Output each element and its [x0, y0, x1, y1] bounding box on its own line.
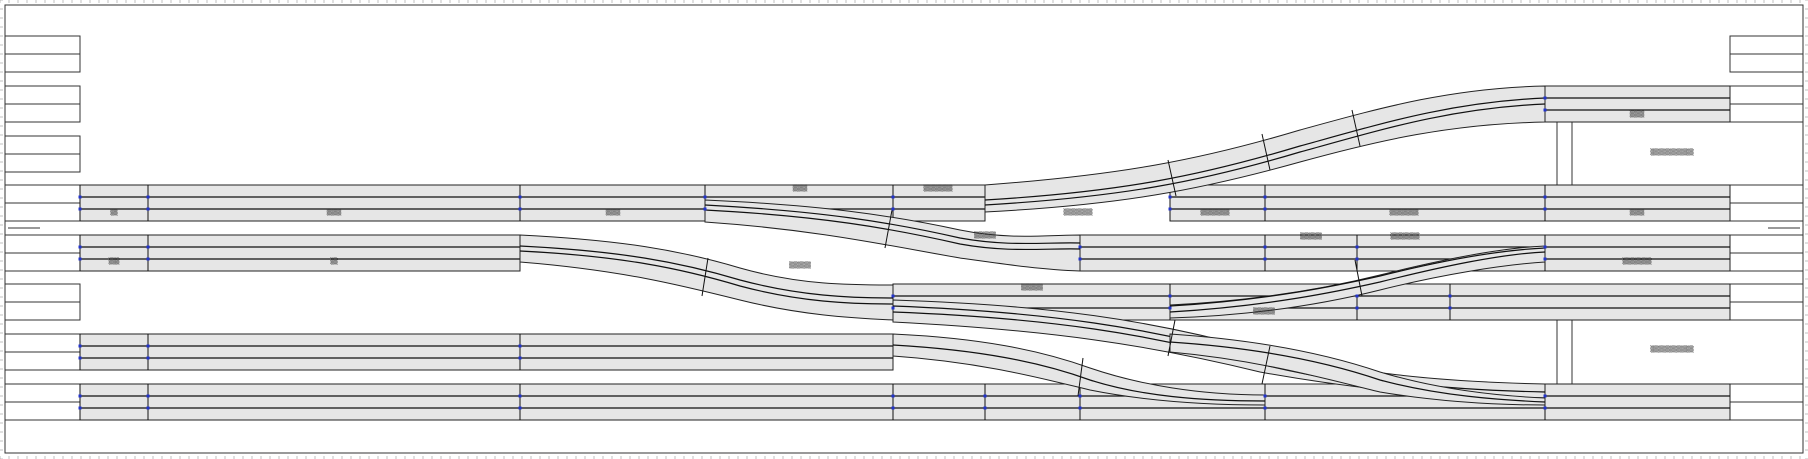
segment-label: ▒▒ — [330, 257, 338, 265]
node-pin — [1078, 257, 1082, 261]
segment-label: ▒▒▒▒▒▒ — [974, 231, 996, 239]
node-pin — [1543, 195, 1547, 199]
node-pin — [1168, 294, 1172, 298]
node-pin — [1543, 245, 1547, 249]
node-pin — [1263, 394, 1267, 398]
node-pin — [891, 207, 895, 211]
node-pin — [1543, 108, 1547, 112]
node-pin — [1263, 257, 1267, 261]
node-pin — [1263, 207, 1267, 211]
right-stub-boxes — [1556, 35, 1804, 421]
node-pin — [891, 195, 895, 199]
node-pin — [146, 394, 150, 398]
node-pin — [78, 245, 82, 249]
track-band — [79, 234, 521, 272]
node-pin — [1543, 406, 1547, 410]
node-pin — [1355, 257, 1359, 261]
segment-label: ▒▒▒▒▒▒▒▒ — [1390, 208, 1419, 216]
node-pin — [78, 406, 82, 410]
segment-label: ▒▒▒▒▒▒▒▒ — [924, 184, 953, 192]
connector-band — [892, 333, 1266, 406]
node-pin — [983, 394, 987, 398]
segment-label: ▒▒▒▒▒▒▒▒ — [1064, 208, 1093, 216]
segment-label: ▒▒▒▒▒▒ — [789, 261, 811, 269]
node-pin — [1543, 96, 1547, 100]
node-pin — [1355, 245, 1359, 249]
segment-label: ▒▒▒ — [109, 257, 120, 265]
segment-label: ▒▒▒▒ — [1630, 208, 1645, 216]
node-pin — [703, 195, 707, 199]
node-pin — [1078, 245, 1082, 249]
node-pin — [518, 344, 522, 348]
track-band — [79, 333, 894, 371]
segment-label: ▒▒▒▒▒▒▒▒ — [1201, 208, 1230, 216]
segment-label: ▒▒▒▒▒▒▒▒ — [1623, 257, 1652, 265]
node-pin — [78, 257, 82, 261]
node-pin — [1263, 245, 1267, 249]
node-pin — [703, 207, 707, 211]
node-pin — [78, 356, 82, 360]
segment-label: ▒▒ — [110, 208, 118, 216]
node-pin — [891, 294, 895, 298]
node-pin — [146, 207, 150, 211]
node-pin — [1168, 195, 1172, 199]
node-pin — [1355, 294, 1359, 298]
node-pin — [1263, 195, 1267, 199]
segment-label: ▒▒▒▒▒▒▒▒▒▒▒▒ — [1650, 148, 1694, 156]
segment-label: ▒▒▒▒ — [793, 184, 808, 192]
track-band — [1544, 234, 1731, 272]
node-pin — [891, 306, 895, 310]
node-pin — [518, 406, 522, 410]
node-pin — [78, 195, 82, 199]
segment-label: ▒▒▒▒▒▒ — [1021, 283, 1043, 291]
node-pin — [78, 344, 82, 348]
left-stub-boxes — [4, 35, 81, 421]
node-pin — [146, 257, 150, 261]
segment-label: ▒▒▒▒▒▒▒▒▒▒▒▒ — [1650, 345, 1694, 353]
node-pin — [518, 207, 522, 211]
node-pin — [1543, 394, 1547, 398]
node-pin — [891, 406, 895, 410]
segment-label: ▒▒▒▒▒▒ — [1300, 232, 1322, 240]
node-pin — [146, 344, 150, 348]
node-pin — [146, 195, 150, 199]
node-pin — [1168, 207, 1172, 211]
node-pin — [146, 245, 150, 249]
node-pin — [78, 207, 82, 211]
node-pins — [78, 96, 1547, 410]
node-pin — [1168, 306, 1172, 310]
node-pin — [1448, 294, 1452, 298]
segment-label: ▒▒▒▒ — [1630, 110, 1645, 118]
node-pin — [1078, 394, 1082, 398]
node-pin — [1543, 207, 1547, 211]
connector-band — [704, 199, 1081, 272]
segment-label: ▒▒▒▒ — [327, 208, 342, 216]
segment-label: ▒▒▒▒▒▒▒▒ — [1391, 232, 1420, 240]
segment-labels: ▒▒▒▒▒▒▒▒▒▒▒▒▒▒▒▒▒▒▒▒▒▒▒▒▒▒▒▒▒▒▒▒▒▒▒▒▒▒▒▒… — [109, 110, 1694, 353]
node-pin — [1078, 406, 1082, 410]
node-pin — [78, 394, 82, 398]
node-pin — [1263, 406, 1267, 410]
node-pin — [146, 406, 150, 410]
node-pin — [146, 356, 150, 360]
track-band — [1544, 85, 1731, 123]
node-pin — [518, 394, 522, 398]
node-pin — [1543, 257, 1547, 261]
node-pin — [891, 394, 895, 398]
node-pin — [518, 356, 522, 360]
node-pin — [1355, 306, 1359, 310]
node-pin — [518, 195, 522, 199]
track-band — [1169, 184, 1731, 222]
node-pin — [1448, 306, 1452, 310]
segment-label: ▒▒▒▒ — [606, 208, 621, 216]
node-pin — [983, 406, 987, 410]
curved-connectors — [519, 85, 1546, 406]
segment-label: ▒▒▒▒▒▒ — [1253, 307, 1275, 315]
